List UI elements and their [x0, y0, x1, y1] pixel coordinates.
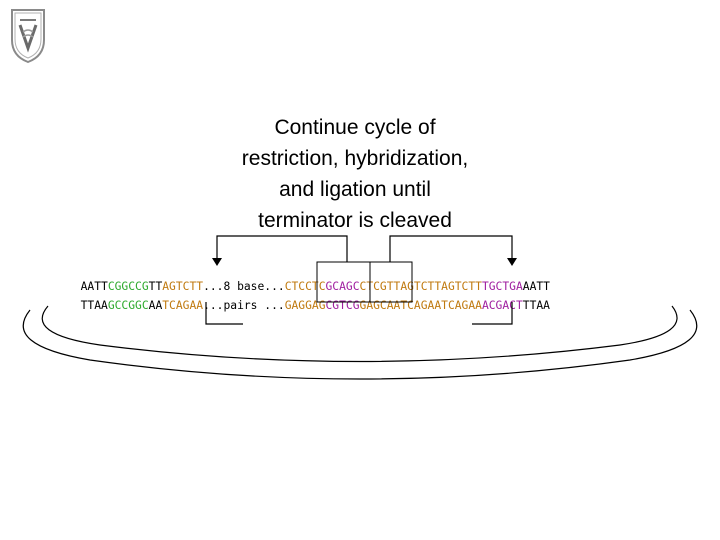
arrow-head-icon [212, 258, 222, 266]
ligation-connector-line [216, 235, 348, 264]
arrow-head-icon [507, 258, 517, 266]
seq-segment: AGTCTT [162, 280, 204, 293]
seq-segment: ...pairs ... [203, 299, 285, 312]
seq-segment: TTAA [80, 299, 108, 312]
seq-segment: GCCGGC [107, 299, 149, 312]
seq-segment: CTCCTC [284, 280, 326, 293]
plasmid-arc-inner [41, 305, 678, 363]
seq-segment: TCAGAA [400, 299, 442, 312]
seq-segment: AATT [80, 280, 108, 293]
seq-segment: AATT [522, 280, 550, 293]
caption-line: and ligation until [279, 178, 431, 201]
slide-caption: Continue cycle of restriction, hybridiza… [210, 112, 500, 236]
ligation-connector-line [389, 235, 513, 264]
caption-line: Continue cycle of [274, 116, 436, 139]
seq-segment: TT [148, 280, 163, 293]
caption-line: restriction, hybridization, [241, 147, 469, 170]
seq-segment: ACGACT [481, 299, 523, 312]
seq-segment: CGTCG [325, 299, 360, 312]
seq-segment: GAGCAA [359, 299, 401, 312]
seq-segment: GAGGAG [284, 299, 326, 312]
university-logo-icon [11, 9, 45, 64]
seq-segment: TGCTGA [481, 280, 523, 293]
plasmid-arc-outer [22, 309, 698, 380]
seq-segment: TCAGAA [441, 299, 482, 312]
seq-segment: TTAA [522, 299, 550, 312]
seq-segment: TCAGAA [162, 299, 204, 312]
dna-bottom-strand: TTAAGCCGGCAATCAGAA...pairs ...GAGGAGCGTC… [67, 285, 550, 313]
caption-line: terminator is cleaved [258, 209, 452, 232]
seq-segment: ...8 base... [203, 280, 285, 293]
seq-segment: AGTCTT [441, 280, 482, 293]
seq-segment: CGGCCG [107, 280, 149, 293]
seq-segment: AA [148, 299, 163, 312]
